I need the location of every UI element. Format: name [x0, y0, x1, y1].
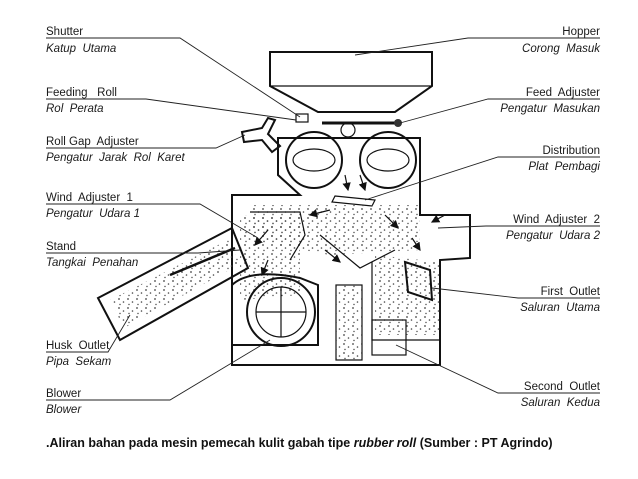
grain-flow-right: [375, 255, 440, 335]
figure-caption: .Aliran bahan pada mesin pemecah kulit g…: [46, 436, 636, 450]
svg-text:Katup Utama: Katup Utama: [46, 43, 116, 55]
svg-text:Second Outlet: Second Outlet: [524, 381, 601, 393]
label-husk-outlet: Husk Outlet Pipa Sekam: [46, 340, 112, 368]
svg-text:Husk Outlet: Husk Outlet: [46, 340, 110, 352]
svg-text:Pipa Sekam: Pipa Sekam: [46, 356, 112, 368]
svg-text:Plat Pembagi: Plat Pembagi: [528, 161, 600, 173]
svg-text:Distribution: Distribution: [542, 145, 600, 157]
label-shutter: Shutter Katup Utama: [46, 26, 116, 55]
label-second-outlet: Second Outlet Saluran Kedua: [521, 381, 601, 409]
rubber-roll-left: [285, 131, 343, 189]
distribution-plate: [331, 195, 376, 207]
svg-text:Corong Masuk: Corong Masuk: [522, 43, 601, 55]
svg-text:Blower: Blower: [46, 404, 82, 416]
label-stand: Stand Tangkai Penahan: [46, 241, 138, 269]
svg-text:Wind Adjuster 2: Wind Adjuster 2: [513, 214, 600, 226]
roll-gap-handle: [240, 116, 282, 154]
husk-outlet-pipe: [96, 226, 250, 342]
feeding-roll-box: [295, 113, 309, 123]
svg-text:Stand: Stand: [46, 241, 76, 253]
label-distribution: Distribution Plat Pembagi: [528, 145, 600, 173]
label-first-outlet: First Outlet Saluran Utama: [520, 286, 601, 314]
hopper-shape: [269, 51, 433, 113]
svg-text:Pengatur Masukan: Pengatur Masukan: [500, 103, 600, 115]
caption-emphasis: rubber roll: [353, 436, 417, 450]
label-wind-adjuster-1: Wind Adjuster 1 Pengatur Udara 1: [46, 192, 140, 220]
grain-flow-second: [336, 285, 362, 360]
label-blower: Blower Blower: [46, 388, 82, 416]
svg-text:Rol Perata: Rol Perata: [46, 103, 104, 115]
svg-text:Feed Adjuster: Feed Adjuster: [526, 87, 600, 99]
label-hopper: Hopper Corong Masuk: [522, 26, 601, 55]
leader-lines: [46, 37, 600, 401]
svg-text:Tangkai Penahan: Tangkai Penahan: [46, 257, 138, 269]
svg-text:Roll Gap Adjuster: Roll Gap Adjuster: [46, 136, 139, 148]
first-outlet-spout: [403, 260, 434, 302]
machine-body: [96, 51, 471, 366]
svg-text:Pengatur Udara 2: Pengatur Udara 2: [506, 230, 601, 242]
label-feed-adjuster: Feed Adjuster Pengatur Masukan: [500, 87, 600, 115]
stand-rod: [169, 246, 236, 277]
svg-text:Hopper: Hopper: [562, 26, 600, 38]
caption-prefix: .Aliran bahan pada mesin pemecah kulit g…: [46, 436, 354, 450]
second-outlet-box: [371, 319, 407, 356]
label-feeding-roll: Feeding Roll Rol Perata: [46, 87, 117, 115]
label-roll-gap-adjuster: Roll Gap Adjuster Pengatur Jarak Rol Kar…: [46, 136, 186, 164]
rubber-roll-right: [359, 131, 417, 189]
svg-text:Saluran Utama: Saluran Utama: [520, 302, 600, 314]
svg-text:First Outlet: First Outlet: [541, 286, 601, 298]
svg-text:Feeding Roll: Feeding Roll: [46, 87, 117, 99]
svg-text:Shutter: Shutter: [46, 26, 83, 38]
svg-text:Saluran Kedua: Saluran Kedua: [521, 397, 600, 409]
caption-suffix: (Sumber : PT Agrindo): [416, 436, 553, 450]
svg-text:Blower: Blower: [46, 388, 81, 400]
svg-text:Pengatur Udara 1: Pengatur Udara 1: [46, 208, 140, 220]
svg-text:Wind Adjuster 1: Wind Adjuster 1: [46, 192, 133, 204]
label-wind-adjuster-2: Wind Adjuster 2 Pengatur Udara 2: [506, 214, 601, 242]
svg-text:Pengatur Jarak Rol Karet: Pengatur Jarak Rol Karet: [46, 152, 186, 164]
feeding-roll: [340, 122, 356, 138]
